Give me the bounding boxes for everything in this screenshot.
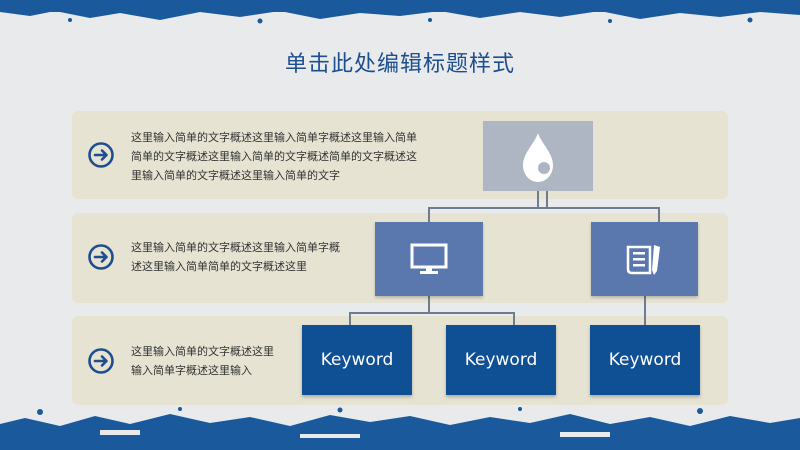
text-line: 这里输入简单的文字概述这里输入简单字概 [131, 241, 340, 254]
connector-line [537, 191, 539, 207]
water-drop-icon [523, 133, 553, 182]
text-line: 里输入简单的文字概述这里输入简单的文字 [131, 169, 340, 182]
connector-line [546, 191, 548, 207]
slide-title: 单击此处编辑标题样式 [284, 52, 515, 77]
document-pen-icon [626, 245, 660, 275]
row-2-description: 这里输入简单的文字概述这里输入简单字概 述这里输入简单简单的文字概述这里 [131, 238, 340, 276]
text-line: 这里输入简单的文字概述这里 [131, 345, 274, 358]
connector-line [428, 296, 430, 312]
top-decorative-border [0, 0, 800, 24]
keyword-box-1: Keyword [302, 325, 412, 395]
text-line: 简单的文字概述这里输入简单的文字概述简单的文字概述这 [131, 150, 417, 163]
text-line: 输入简单字概述这里输入 [131, 364, 252, 377]
connector-line [513, 312, 515, 325]
content-row-1 [72, 111, 728, 199]
middle-node-right [591, 222, 698, 296]
keyword-box-2: Keyword [446, 325, 556, 395]
row-3-description: 这里输入简单的文字概述这里 输入简单字概述这里输入 [131, 342, 274, 380]
arrow-right-circle-icon [87, 347, 115, 375]
connector-line [428, 207, 430, 222]
connector-line [349, 312, 351, 325]
arrow-right-circle-icon [87, 141, 115, 169]
text-line: 述这里输入简单简单的文字概述这里 [131, 260, 307, 273]
top-node [483, 121, 593, 191]
keyword-box-3: Keyword [590, 325, 700, 395]
connector-line [428, 207, 660, 209]
middle-node-left [375, 222, 483, 296]
arrow-right-circle-icon [87, 243, 115, 271]
connector-line [658, 207, 660, 222]
monitor-icon [410, 243, 448, 274]
row-1-description: 这里输入简单的文字概述这里输入简单字概述这里输入简单 简单的文字概述这里输入简单… [131, 128, 417, 185]
connector-line [644, 296, 646, 325]
text-line: 这里输入简单的文字概述这里输入简单字概述这里输入简单 [131, 131, 417, 144]
connector-line [349, 312, 515, 314]
bottom-decorative-border [0, 404, 800, 450]
